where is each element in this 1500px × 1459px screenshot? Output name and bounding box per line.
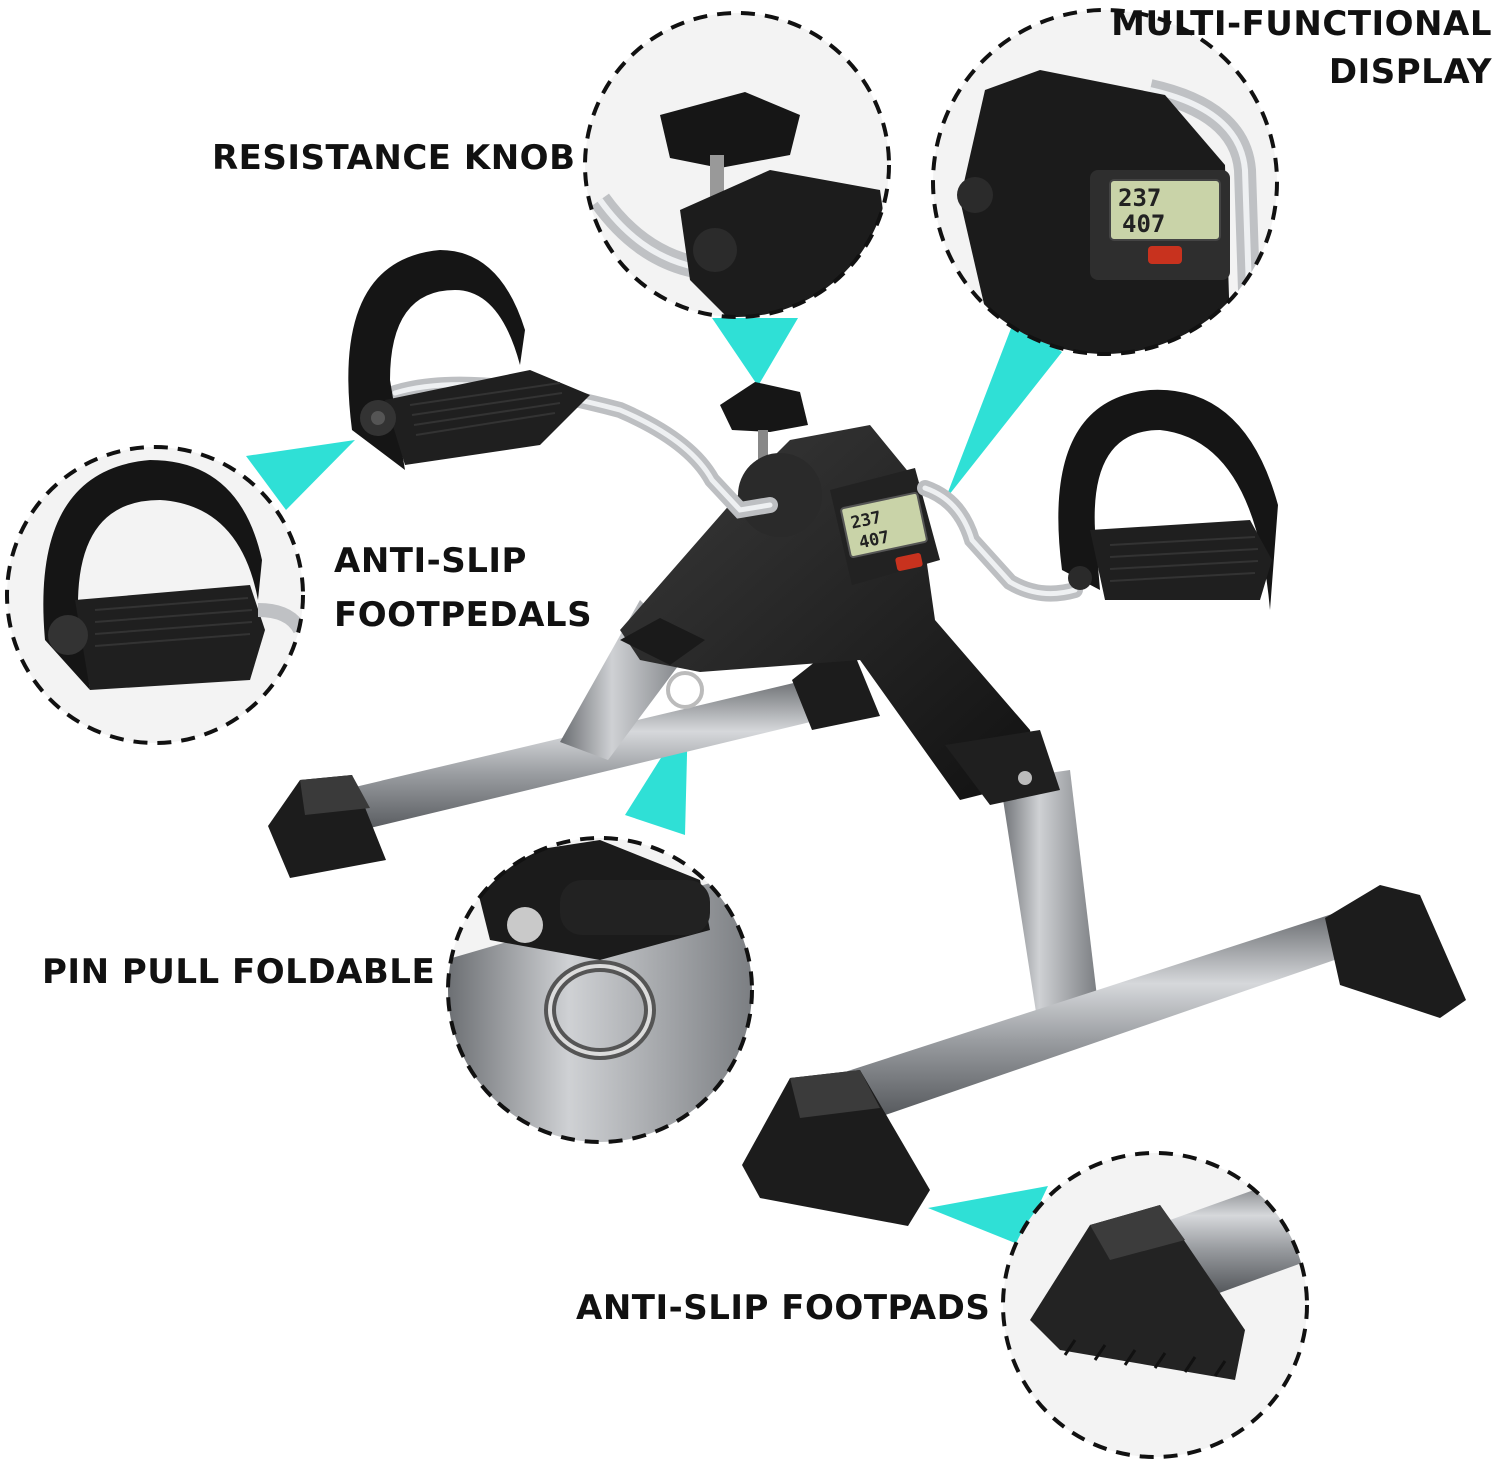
- callout-beams: [246, 318, 1062, 1245]
- callout-display-line2: DISPLAY: [1328, 52, 1492, 92]
- callout-resistance-knob: RESISTANCE KNOB: [212, 138, 576, 178]
- closeup-lcd-bottom: 407: [1122, 210, 1165, 238]
- callout-anti-slip-footpedals: ANTI-SLIP FOOTPEDALS: [334, 534, 592, 642]
- callout-pin-pull-foldable: PIN PULL FOLDABLE: [42, 952, 436, 992]
- knob-closeup: [585, 13, 889, 317]
- display-closeup: 237 407: [933, 10, 1277, 354]
- closeup-lcd-top: 237: [1118, 184, 1161, 212]
- pin-closeup: [448, 838, 752, 1142]
- callout-pedals-line1: ANTI-SLIP: [334, 541, 527, 581]
- callout-pedals-line2: FOOTPEDALS: [334, 595, 593, 635]
- callout-display-line1: MULTI-FUNCTIONAL: [1111, 4, 1492, 44]
- pedal-closeup: [7, 447, 303, 743]
- callout-anti-slip-footpads: ANTI-SLIP FOOTPADS: [576, 1288, 991, 1328]
- callout-multi-functional-display: MULTI-FUNCTIONAL DISPLAY: [1111, 0, 1492, 96]
- pad-closeup: [1003, 1153, 1307, 1457]
- pedal-exerciser: 237 407: [268, 250, 1466, 1226]
